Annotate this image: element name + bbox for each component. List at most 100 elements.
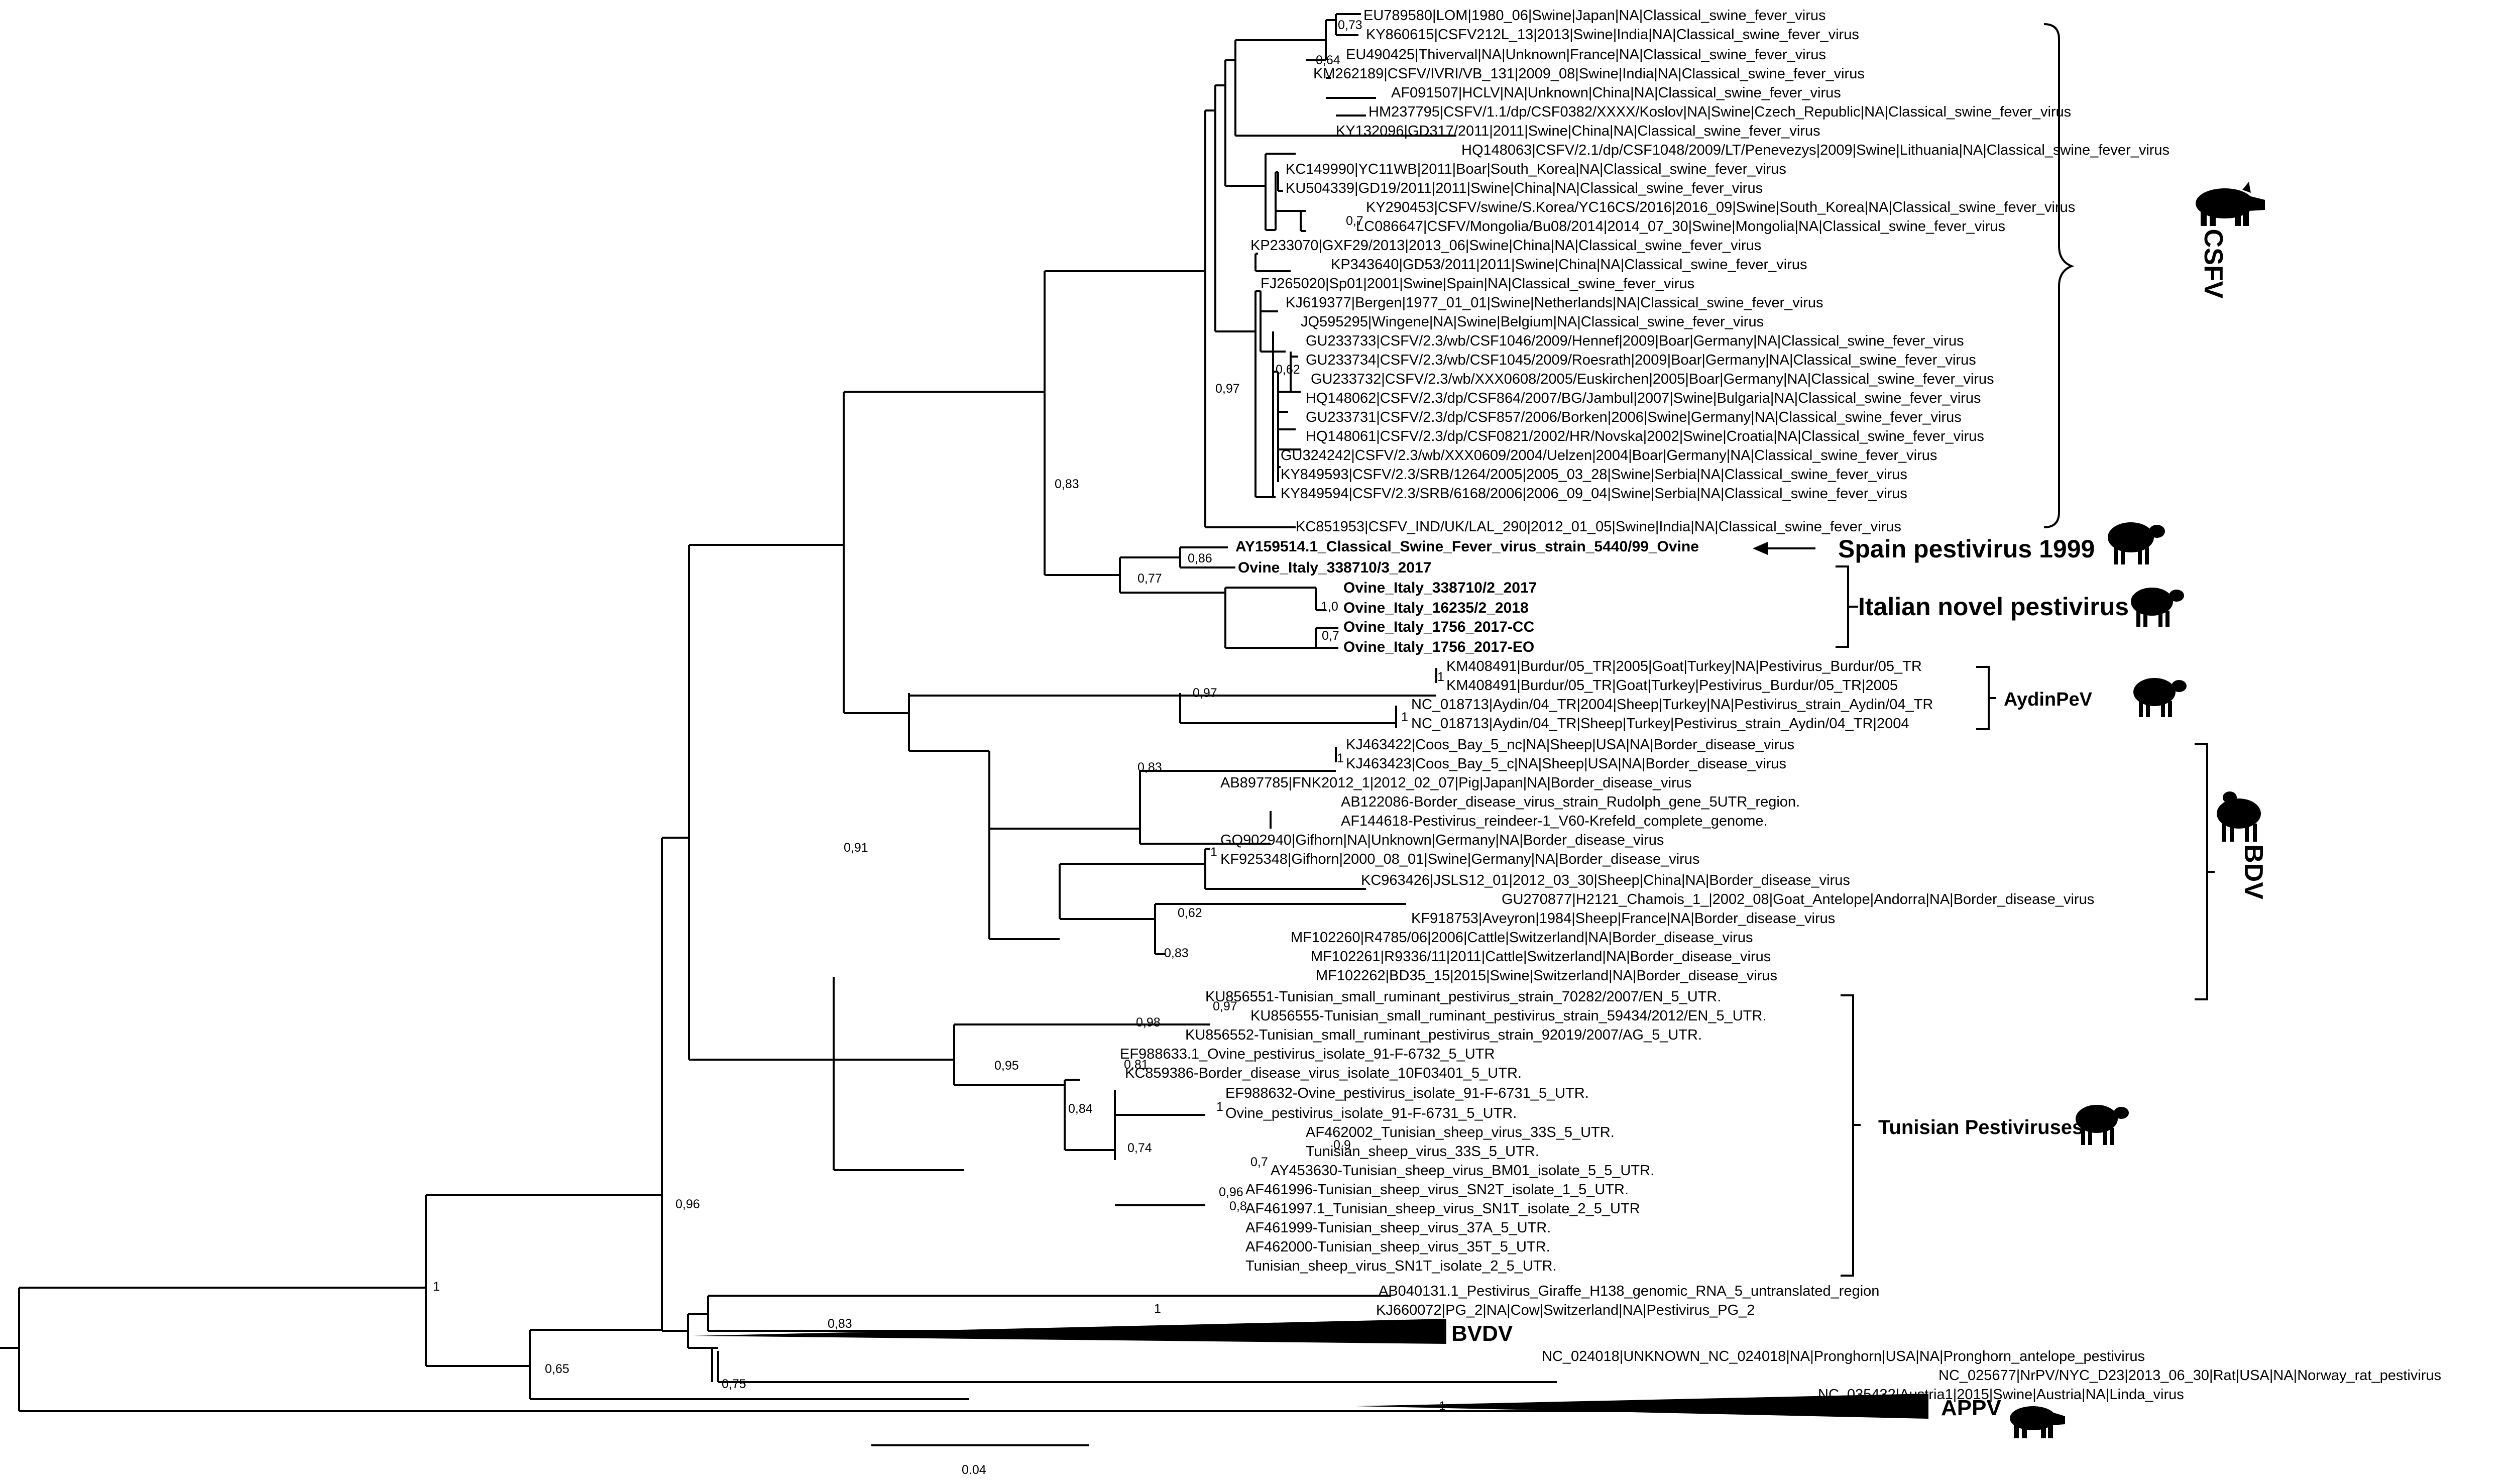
tip-label: Tunisian_sheep_virus_SN1T_isolate_2_5_UT… bbox=[1245, 1258, 1557, 1274]
tip-label: KP343640|GD53/2011|2011|Swine|China|NA|C… bbox=[1331, 257, 1807, 273]
support-value: 0,96 bbox=[1219, 1185, 1243, 1199]
tip-label: NC_025677|NrPV/NYC_D23|2013_06_30|Rat|US… bbox=[1938, 1367, 2441, 1384]
tip-label: KC851953|CSFV_IND/UK/LAL_290|2012_01_05|… bbox=[1296, 519, 1901, 535]
tip-label: MF102260|R4785/06|2006|Cattle|Switzerlan… bbox=[1291, 930, 1753, 946]
tip-label: GU270877|H2121_Chamois_1_|2002_08|Goat_A… bbox=[1502, 891, 2094, 907]
tip-label: GU324242|CSFV/2.3/wb/XXX0609/2004/Uelzen… bbox=[1281, 447, 1937, 464]
tip-label: Tunisian_sheep_virus_33S_5_UTR. bbox=[1306, 1144, 1539, 1160]
support-value: 0,91 bbox=[844, 841, 868, 855]
tip-label: NC_018713|Aydin/04_TR|2004|Sheep|Turkey|… bbox=[1411, 697, 1933, 713]
tip-label: NC_018713|Aydin/04_TR|Sheep|Turkey|Pesti… bbox=[1411, 716, 1909, 732]
sheep-icon bbox=[2108, 522, 2165, 564]
tip-label: AF091507|HCLV|NA|Unknown|China|NA|Classi… bbox=[1391, 85, 1841, 101]
tip-label: KJ463423|Coos_Bay_5_c|NA|Sheep|USA|NA|Bo… bbox=[1346, 756, 1786, 772]
tip-label: KC149990|YC11WB|2011|Boar|South_Korea|NA… bbox=[1286, 161, 1786, 177]
tip-label: LC086647|CSFV/Mongolia/Bu08/2014|2014_07… bbox=[1356, 218, 2005, 235]
sheep-icon bbox=[2131, 588, 2184, 627]
tip-label: KY860615|CSFV212L_13|2013|Swine|India|NA… bbox=[1366, 27, 1859, 43]
tip-label: KF918753|Aveyron|1984|Sheep|France|NA|Bo… bbox=[1411, 910, 1835, 927]
support-value: 0,84 bbox=[1068, 1102, 1093, 1116]
tip-label: AB040131.1_Pestivirus_Giraffe_H138_genom… bbox=[1379, 1283, 1879, 1299]
aydin-clade-label: AydinPeV bbox=[2004, 689, 2093, 710]
italian-clade-label: Italian novel pestivirus bbox=[1858, 593, 2129, 621]
support-values: 0,73 0,64 0,7 0,62 0,97 0,83 0,86 0,77 1… bbox=[433, 18, 1446, 1413]
support-value: 0,96 bbox=[675, 1197, 700, 1211]
tip-label: EF988633.1_Ovine_pestivirus_isolate_91-F… bbox=[1120, 1046, 1495, 1062]
support-value: 1 bbox=[1154, 1302, 1161, 1316]
tip-label: MF102261|R9336/11|2011|Cattle|Switzerlan… bbox=[1311, 949, 1771, 965]
appv-collapsed-clade bbox=[1356, 1394, 1928, 1419]
support-value: 0,65 bbox=[545, 1362, 569, 1376]
tip-label: GU233733|CSFV/2.3/wb/CSF1046/2009/Hennef… bbox=[1306, 333, 1964, 349]
tip-label: Ovine_Italy_16235/2_2018 bbox=[1343, 600, 1529, 616]
tip-label: KM408491|Burdur/05_TR|Goat|Turkey|Pestiv… bbox=[1446, 677, 1898, 694]
support-value: 0,64 bbox=[1316, 53, 1340, 67]
support-value: 1 bbox=[1216, 1100, 1223, 1114]
tip-label: HQ148063|CSFV/2.1/dp/CSF1048/2009/LT/Pen… bbox=[1461, 142, 2170, 158]
bdv-bracket bbox=[2195, 743, 2215, 1000]
spain-clade-label: Spain pestivirus 1999 bbox=[1838, 535, 2095, 563]
tip-label: AF144618-Pestivirus_reindeer-1_V60-Krefe… bbox=[1341, 813, 1768, 829]
pig-icon bbox=[2196, 182, 2265, 226]
tip-label: Ovine_Italy_338710/2_2017 bbox=[1343, 580, 1537, 596]
tip-label: NC_024018|UNKNOWN_NC_024018|NA|Pronghorn… bbox=[1542, 1348, 2145, 1364]
tip-label: HQ148061|CSFV/2.3/dp/CSF0821/2002/HR/Nov… bbox=[1306, 428, 1984, 444]
support-value: 0,98 bbox=[1136, 1015, 1161, 1030]
tip-label: AY453630-Tunisian_sheep_virus_BM01_isola… bbox=[1271, 1163, 1654, 1179]
support-value: 0,75 bbox=[722, 1377, 746, 1391]
tip-label: NC_035432|Austria1|2015|Swine|Austria|NA… bbox=[1818, 1387, 2184, 1403]
italian-bracket bbox=[1836, 565, 1858, 648]
support-value: 0,73 bbox=[1338, 18, 1362, 32]
tip-label: KJ660072|PG_2|NA|Cow|Switzerland|NA|Pest… bbox=[1376, 1302, 1755, 1318]
tip-label: GU233731|CSFV/2.3/dp/CSF857/2006/Borken|… bbox=[1306, 409, 1962, 425]
tip-label: GU233734|CSFV/2.3/wb/CSF1045/2009/Roesra… bbox=[1306, 352, 1976, 368]
sheep-icon bbox=[2133, 678, 2187, 717]
tunisian-clade-label: Tunisian Pestiviruses bbox=[1878, 1116, 2083, 1138]
support-value: 0,9 bbox=[1333, 1138, 1351, 1152]
support-value: 1 bbox=[433, 1280, 440, 1294]
support-value: 0,7 bbox=[1250, 1155, 1268, 1169]
tip-label: HM237795|CSFV/1.1/dp/CSF0382/XXXX/Koslov… bbox=[1368, 104, 2071, 120]
support-value: 0,74 bbox=[1127, 1141, 1152, 1155]
tip-label: AF461996-Tunisian_sheep_virus_SN2T_isola… bbox=[1245, 1182, 1629, 1198]
tip-label: GU233732|CSFV/2.3/wb/XXX0608/2005/Euskir… bbox=[1311, 371, 1994, 387]
tip-label: GQ902940|Gifhorn|NA|Unknown|Germany|NA|B… bbox=[1220, 832, 1664, 848]
tip-label: EF988632-Ovine_pestivirus_isolate_91-F-6… bbox=[1225, 1085, 1589, 1101]
support-value: 0,77 bbox=[1137, 572, 1162, 586]
sheep-icon bbox=[2217, 791, 2261, 842]
support-value: 0,83 bbox=[1164, 946, 1189, 960]
appv-clade-label: APPV bbox=[1941, 1396, 2001, 1420]
bvdv-collapsed-clade bbox=[693, 1319, 1446, 1344]
tip-label: EU490425|Thiverval|NA|Unknown|France|NA|… bbox=[1346, 47, 1826, 63]
tip-label: AB897785|FNK2012_1|2012_02_07|Pig|Japan|… bbox=[1220, 775, 1691, 791]
tip-label: Ovine_Italy_1756_2017-EO bbox=[1343, 639, 1534, 655]
support-value: 0,83 bbox=[1055, 477, 1079, 491]
tip-label: FJ265020|Sp01|2001|Swine|Spain|NA|Classi… bbox=[1261, 276, 1694, 292]
tip-label: KC859386-Border_disease_virus_isolate_10… bbox=[1125, 1065, 1522, 1081]
support-value: 1 bbox=[1401, 710, 1408, 724]
tip-label: KC963426|JSLS12_01|2012_03_30|Sheep|Chin… bbox=[1361, 872, 1850, 888]
tree-branches bbox=[0, 13, 1808, 1412]
support-value: 0,7 bbox=[1322, 629, 1339, 643]
tip-label: MF102262|BD35_15|2015|Swine|Switzerland|… bbox=[1316, 968, 1777, 984]
tip-label: HQ148062|CSFV/2.3/dp/CSF864/2007/BG/Jamb… bbox=[1306, 390, 1981, 406]
support-value: 0,7 bbox=[1346, 214, 1363, 228]
support-value: 0,97 bbox=[1213, 999, 1237, 1013]
pig-icon bbox=[2010, 1406, 2065, 1438]
tunisian-bracket bbox=[1841, 994, 1861, 1277]
support-value: 1,0 bbox=[1321, 600, 1338, 614]
aydin-bracket bbox=[1976, 666, 1996, 730]
bvdv-clade-label: BVDV bbox=[1451, 1321, 1513, 1346]
tip-label: KJ619377|Bergen|1977_01_01|Swine|Netherl… bbox=[1286, 295, 1823, 311]
support-value: 0,62 bbox=[1178, 906, 1202, 920]
csfv-bracket bbox=[2043, 23, 2075, 528]
tip-label: AF462000-Tunisian_sheep_virus_35T_5_UTR. bbox=[1245, 1239, 1550, 1255]
tip-label: AY159514.1_Classical_Swine_Fever_virus_s… bbox=[1235, 538, 1699, 555]
csfv-clade-label: CSFV bbox=[2199, 229, 2228, 299]
tip-label: KM408491|Burdur/05_TR|2005|Goat|Turkey|N… bbox=[1446, 658, 1922, 674]
tip-label: KU504339|GD19/2011|2011|Swine|China|NA|C… bbox=[1286, 180, 1763, 196]
tip-label: KM262189|CSFV/IVRI/VB_131|2009_08|Swine|… bbox=[1313, 66, 1865, 82]
tip-label: AF461997.1_Tunisian_sheep_virus_SN1T_iso… bbox=[1245, 1201, 1640, 1217]
